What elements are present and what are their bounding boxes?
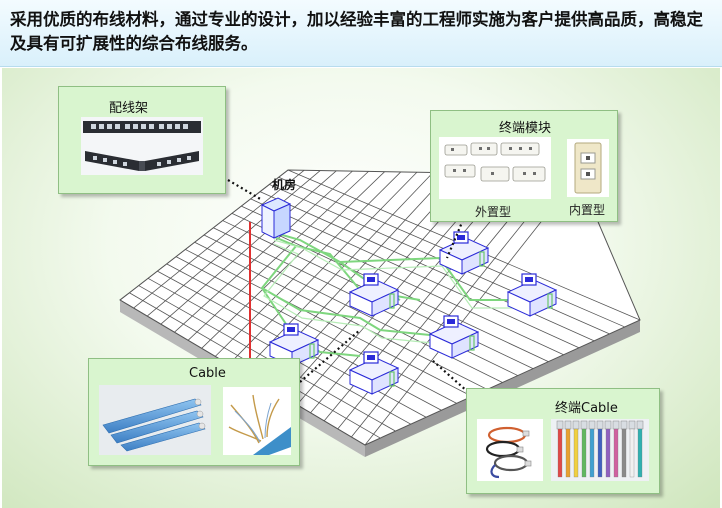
cable-bundle-image — [102, 398, 206, 452]
machine-room-label: 机房 — [272, 178, 297, 192]
header-banner: 采用优质的布线材料，通过专业的设计，加以经验丰富的工程师实施为客户提供高品质，高… — [0, 0, 722, 67]
patch-cord — [636, 420, 644, 478]
grid-line — [214, 171, 402, 357]
grid-line — [175, 256, 457, 404]
terminal-module-title: 终端模块 — [499, 121, 552, 136]
grid-line — [187, 171, 369, 341]
cable-title: Cable — [189, 366, 226, 381]
patch-cord — [596, 420, 604, 478]
patch-cord — [572, 420, 580, 478]
external-type-label: 外置型 — [475, 205, 512, 219]
external-module-image — [444, 142, 546, 182]
internal-type-label: 内置型 — [569, 203, 606, 217]
patch-cord — [556, 420, 564, 478]
grid-line — [185, 249, 473, 397]
cable-detail-image — [228, 394, 291, 455]
patch-panel-title: 配线架 — [109, 101, 149, 116]
grid-line — [133, 170, 305, 309]
internal-module-image — [574, 142, 602, 194]
grid-line — [241, 205, 564, 356]
workstation-desk — [348, 351, 400, 395]
cable-bundle-photo — [99, 385, 211, 455]
leader-lines — [227, 179, 469, 393]
callout-terminal-module: 终端模块 外置型 内置型 — [430, 110, 618, 222]
patch-cord — [628, 420, 636, 478]
header-text: 采用优质的布线材料，通过专业的设计，加以经验丰富的工程师实施为客户提供高品质，高… — [10, 10, 703, 53]
grid-line — [160, 170, 337, 325]
patch-cord-colors-image — [556, 420, 644, 478]
external-module-photo — [439, 137, 551, 199]
patch-cord-coil-image — [485, 426, 532, 479]
patch-cord — [612, 420, 620, 478]
patch-cord — [588, 420, 596, 478]
server-cabinet — [260, 197, 292, 239]
grid-line — [250, 198, 580, 349]
terminal-cable-title: 终端Cable — [555, 401, 618, 416]
patch-cord — [580, 420, 588, 478]
workstation-desk — [506, 273, 558, 317]
grid-line — [146, 170, 321, 317]
patch-panel-photo — [81, 117, 203, 175]
horizontal-cabling-shadow — [263, 239, 522, 345]
patch-cord-colors-photo — [551, 419, 649, 481]
internal-module-photo — [567, 139, 609, 197]
grid-line — [242, 172, 434, 373]
workstations — [268, 231, 558, 395]
cable-detail-photo — [223, 387, 291, 455]
workstation-desk — [428, 315, 480, 359]
callout-terminal-cable: 终端Cable — [466, 388, 660, 494]
patch-panel-image — [83, 121, 201, 171]
patch-cord — [564, 420, 572, 478]
patch-cord — [620, 420, 628, 478]
callout-cable: Cable — [88, 358, 300, 466]
grid-line — [269, 184, 610, 335]
workstation-desk — [348, 273, 400, 317]
callout-patch-panel: 配线架 — [58, 86, 226, 194]
patch-cord-coil-photo — [477, 419, 543, 481]
patch-cord — [604, 420, 612, 478]
workstation-desk — [438, 231, 490, 275]
